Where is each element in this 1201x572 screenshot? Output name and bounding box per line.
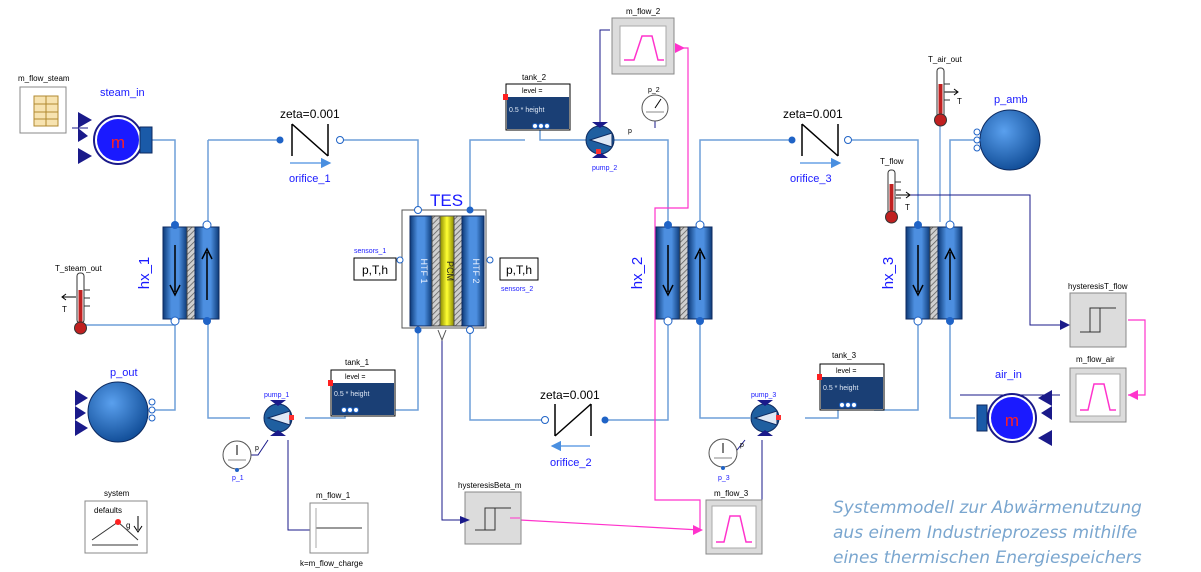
tank-3-level-label: level = xyxy=(836,368,856,375)
m-flow-2-block[interactable] xyxy=(611,17,685,75)
p-2-gauge[interactable] xyxy=(641,94,669,122)
pump-3[interactable] xyxy=(750,400,781,436)
hx-1-label: hx_1 xyxy=(136,257,153,290)
t-flow-t-label: T xyxy=(905,203,910,212)
steam-in-label: steam_in xyxy=(100,87,145,99)
pump-1[interactable] xyxy=(263,400,294,436)
orifice-2[interactable] xyxy=(541,403,609,452)
m-flow-air-label: m_flow_air xyxy=(1076,355,1115,364)
t-flow-sensor[interactable] xyxy=(885,169,911,224)
m-flow-3-block[interactable] xyxy=(693,499,763,555)
tank-1-level-text: 0.5 * height xyxy=(334,391,369,398)
tank-2[interactable]: level = 0.5 * height xyxy=(503,83,571,131)
p-1-gauge[interactable] xyxy=(222,440,252,472)
sensors-2[interactable]: p,T,h xyxy=(499,257,539,281)
m-flow-2-label: m_flow_2 xyxy=(626,7,661,16)
p-out-boundary[interactable] xyxy=(75,381,156,443)
pump-2[interactable] xyxy=(585,122,615,158)
hysteresis-t-flow-block[interactable] xyxy=(1060,292,1127,348)
hysteresis-beta-m-label: hysteresisBeta_m xyxy=(458,481,522,490)
p-3-gauge[interactable] xyxy=(708,438,738,470)
g-label: g xyxy=(126,521,130,530)
orifice-2-label: orifice_2 xyxy=(550,457,592,469)
tank-3-label: tank_3 xyxy=(832,351,857,360)
tank-1[interactable]: level = 0.5 * height xyxy=(328,369,396,417)
tes-label: TES xyxy=(430,191,463,210)
hysteresis-t-flow-label: hysteresisT_flow xyxy=(1068,282,1128,291)
m-flow-1-label: m_flow_1 xyxy=(316,491,351,500)
pump-2-label: pump_2 xyxy=(592,165,617,172)
p-3-label: p_3 xyxy=(718,475,730,482)
zeta-1-label: zeta=0.001 xyxy=(280,107,340,121)
hx-3-label: hx_3 xyxy=(880,257,897,290)
heat-exchanger-2[interactable] xyxy=(655,220,713,326)
air-in-source[interactable]: m xyxy=(976,390,1052,446)
sensors-1-label: sensors_1 xyxy=(354,248,386,255)
pcm-label: PCM xyxy=(445,261,455,281)
t-steam-out-sensor[interactable] xyxy=(61,272,90,335)
fluid-pipes xyxy=(84,118,978,421)
caption-line-3: eines thermischen Energiespeichers xyxy=(833,548,1142,568)
steam-in-source[interactable]: m xyxy=(78,112,153,165)
m-flow-1-block[interactable] xyxy=(309,502,369,554)
tank-2-level-text: 0.5 * height xyxy=(509,107,544,114)
heat-exchanger-3[interactable] xyxy=(905,220,963,326)
p-1-label: p_1 xyxy=(232,475,244,482)
t-flow-label: T_flow xyxy=(880,157,904,166)
m-flow-air-block[interactable] xyxy=(1069,367,1138,423)
figure-caption: Systemmodell zur Abwärmenutzung aus eine… xyxy=(833,496,1201,572)
htf-1-label: HTF 1 xyxy=(419,258,429,283)
tank-1-label: tank_1 xyxy=(345,358,370,367)
zeta-3-label: zeta=0.001 xyxy=(783,107,843,121)
orifice-1-label: orifice_1 xyxy=(289,173,331,185)
htf-2-label: HTF 2 xyxy=(471,258,481,283)
defaults-label: defaults xyxy=(94,506,122,515)
orifice-3-label: orifice_3 xyxy=(790,173,832,185)
p-amb-label: p_amb xyxy=(994,94,1028,106)
zeta-2-label: zeta=0.001 xyxy=(540,388,600,402)
p-2-label: p_2 xyxy=(648,87,660,94)
sensors-1[interactable]: p,T,h xyxy=(353,257,397,281)
pump-3-label: pump_3 xyxy=(751,392,776,399)
pump-1-label: pump_1 xyxy=(264,392,289,399)
t-air-out-label: T_air_out xyxy=(928,55,963,64)
t-air-out-sensor[interactable] xyxy=(934,67,959,127)
p-1-p-label: p xyxy=(255,445,259,452)
hx-2-label: hx_2 xyxy=(629,257,646,290)
orifice-1[interactable] xyxy=(276,123,344,169)
system-label: system xyxy=(104,489,130,498)
tes-storage[interactable]: HTF 1 PCM HTF 2 xyxy=(396,206,494,342)
t-steam-out-label: T_steam_out xyxy=(55,264,102,273)
hysteresis-beta-m-block[interactable] xyxy=(460,491,522,545)
caption-line-1: Systemmodell zur Abwärmenutzung xyxy=(833,498,1142,518)
sensors-2-label: sensors_2 xyxy=(501,286,533,293)
m-flow-steam-label: m_flow_steam xyxy=(18,74,70,83)
t-steam-out-t-label: T xyxy=(62,305,67,314)
p-3-p-label: p xyxy=(740,442,744,449)
m-dot-symbol: m xyxy=(111,133,125,152)
sensors-1-value: p,T,h xyxy=(362,263,388,277)
tank-3[interactable]: level = 0.5 * height xyxy=(817,363,885,411)
tank-2-level-label: level = xyxy=(522,88,542,95)
heat-exchanger-1[interactable] xyxy=(162,220,220,326)
tank-1-level-label: level = xyxy=(345,374,365,381)
m-flow-charge-label: k=m_flow_charge xyxy=(300,559,363,568)
t-air-out-t-label: T xyxy=(957,97,962,106)
p-2-p-label: p xyxy=(628,128,632,135)
p-amb-boundary[interactable] xyxy=(973,109,1041,171)
orifice-3[interactable] xyxy=(788,123,852,169)
caption-line-2: aus einem Industrieprozess mithilfe xyxy=(833,523,1138,543)
air-in-m-dot: m xyxy=(1005,411,1019,430)
system-block[interactable]: defaults g xyxy=(84,500,148,554)
tank-2-label: tank_2 xyxy=(522,73,547,82)
p-out-label: p_out xyxy=(110,367,138,379)
m-flow-steam-table[interactable] xyxy=(19,86,67,134)
tank-3-level-text: 0.5 * height xyxy=(823,385,858,392)
air-in-label: air_in xyxy=(995,369,1022,381)
sensors-2-value: p,T,h xyxy=(506,263,532,277)
m-flow-3-label: m_flow_3 xyxy=(714,489,749,498)
